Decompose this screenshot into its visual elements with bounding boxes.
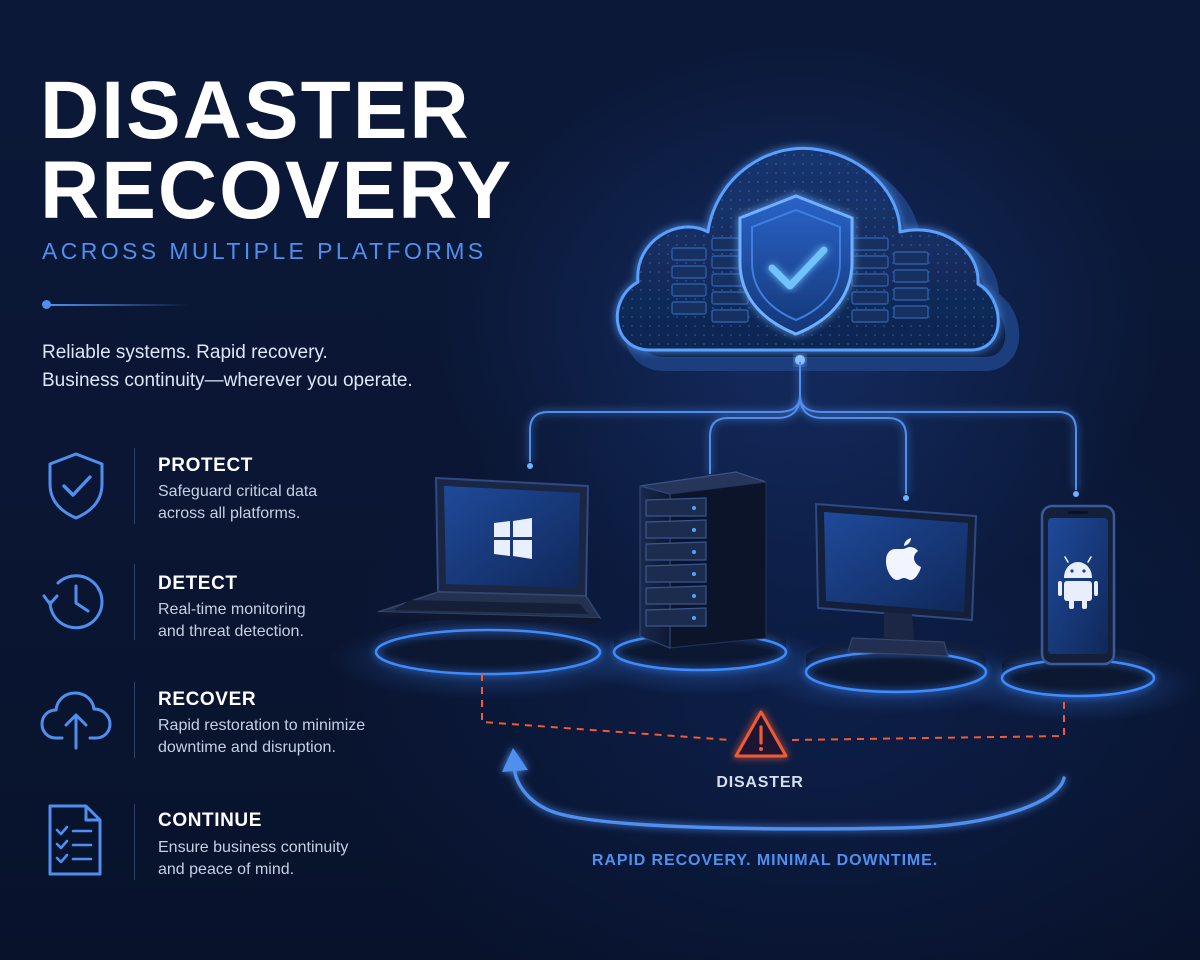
checklist-icon	[48, 804, 102, 876]
recovery-arrow-icon	[502, 748, 1066, 831]
feature-separator	[134, 564, 135, 640]
disaster-path	[481, 674, 1065, 741]
divider-dot	[42, 300, 51, 309]
feature-separator	[134, 682, 135, 758]
clock-history-icon	[42, 574, 104, 630]
feature-title-continue: CONTINUE	[158, 810, 263, 831]
windows-logo-icon	[494, 518, 532, 559]
apple-logo-icon	[886, 538, 921, 580]
feature-desc-detect-1: Real-time monitoring	[158, 601, 306, 618]
disaster-label: DISASTER	[716, 774, 804, 791]
feature-desc-protect-1: Safeguard critical data	[158, 483, 318, 500]
cloud-server-racks	[671, 237, 929, 323]
platform-pods	[328, 618, 1198, 722]
feature-separator	[134, 448, 135, 524]
mac-monitor	[814, 502, 978, 657]
feature-desc-continue-1: Ensure business continuity	[158, 839, 349, 856]
connection-lines	[529, 362, 1077, 494]
feature-separator	[134, 804, 135, 880]
server-icon	[645, 497, 707, 627]
feature-desc-continue-2: and peace of mind.	[158, 861, 295, 878]
cloud-shield-check-icon	[615, 146, 1020, 371]
cloud-upload-icon	[40, 691, 112, 750]
server-tower	[639, 471, 767, 649]
feature-title-recover: RECOVER	[158, 689, 257, 710]
feature-desc-detect-2: and threat detection.	[158, 623, 304, 640]
recovery-caption: RAPID RECOVERY. MINIMAL DOWNTIME.	[591, 852, 939, 869]
divider-line	[50, 304, 190, 306]
shield-check-icon	[48, 452, 104, 520]
warning-triangle-icon	[734, 710, 788, 758]
android-phone	[1040, 504, 1116, 666]
feature-title-detect: DETECT	[158, 573, 238, 594]
windows-laptop	[377, 476, 602, 624]
title-line-2: RECOVERY	[40, 145, 514, 236]
feature-desc-protect-2: across all platforms.	[158, 505, 301, 522]
tagline-line-1: Reliable systems. Rapid recovery.	[42, 342, 328, 363]
title-line-1: DISASTER	[40, 65, 471, 156]
feature-title-protect: PROTECT	[158, 455, 253, 476]
feature-desc-recover-1: Rapid restoration to minimize	[158, 717, 366, 734]
feature-desc-recover-2: downtime and disruption.	[158, 739, 336, 756]
subtitle: ACROSS MULTIPLE PLATFORMS	[42, 238, 487, 264]
android-logo-icon	[1058, 556, 1098, 609]
tagline-line-2: Business continuity—wherever you operate…	[42, 370, 413, 391]
